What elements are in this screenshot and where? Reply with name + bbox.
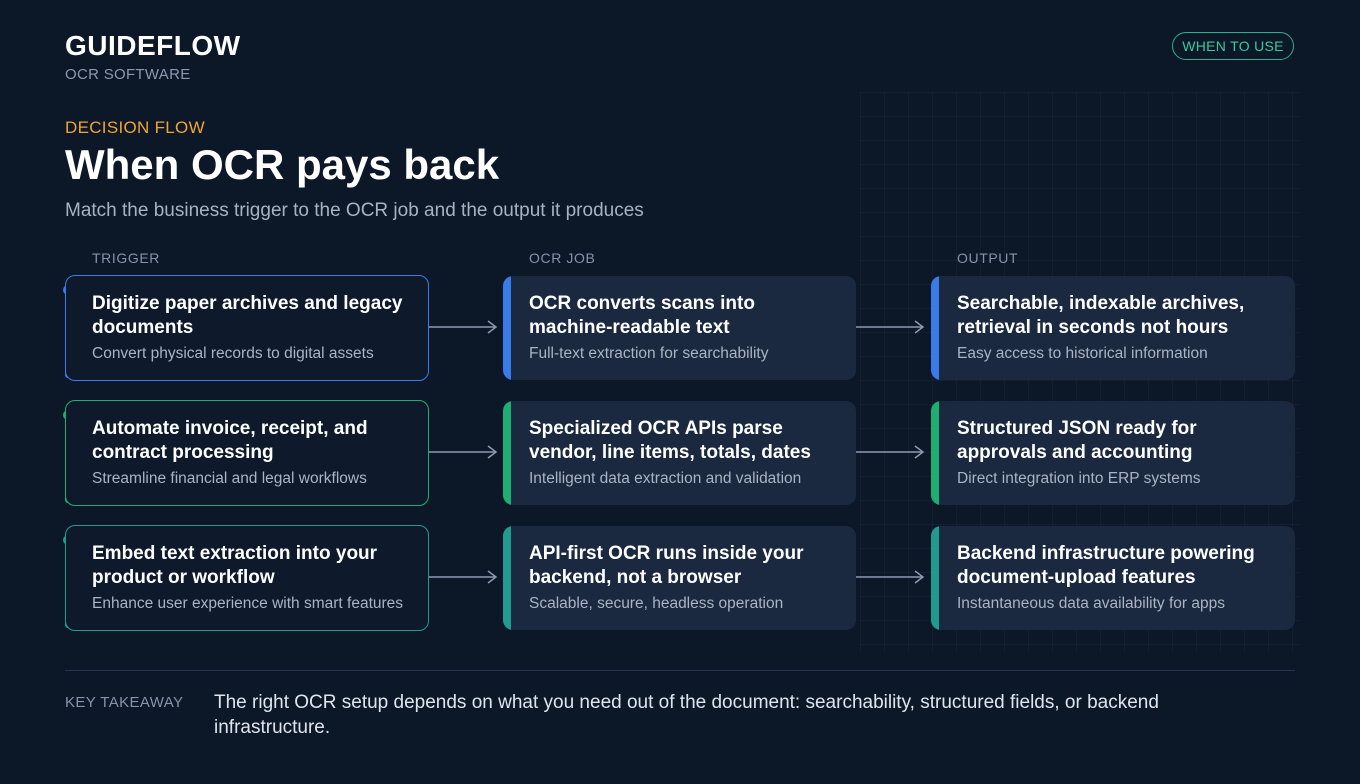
key-takeaway-text: The right OCR setup depends on what you … bbox=[214, 692, 1159, 738]
job-card-specialized-apis: Specialized OCR APIs parse vendor, line … bbox=[503, 401, 856, 505]
column-header-trigger: TRIGGER bbox=[92, 250, 160, 266]
output-title: Searchable, indexable archives, retrieva… bbox=[957, 293, 1245, 338]
card-accent-stripe bbox=[931, 401, 939, 505]
trigger-title: Embed text extraction into your product … bbox=[92, 543, 378, 588]
when-to-use-badge: WHEN TO USE bbox=[1172, 32, 1294, 60]
card-accent-stripe bbox=[503, 526, 511, 630]
output-card-backend: Backend infrastructure powering document… bbox=[931, 526, 1295, 630]
arrow-row-2-trigger-to-job bbox=[429, 445, 498, 459]
column-header-ocr-job: OCR JOB bbox=[529, 250, 596, 266]
page-subtitle: Match the business trigger to the OCR jo… bbox=[65, 200, 644, 221]
job-description: Full-text extraction for searchability bbox=[529, 345, 769, 362]
job-card-api-first: API-first OCR runs inside your backend, … bbox=[503, 526, 856, 630]
job-card-ocr-scans: OCR converts scans into machine-readable… bbox=[503, 276, 856, 380]
page-title: When OCR pays back bbox=[65, 141, 500, 188]
section-kicker: DECISION FLOW bbox=[65, 118, 205, 137]
card-accent-stripe bbox=[931, 526, 939, 630]
job-description: Intelligent data extraction and validati… bbox=[529, 470, 802, 487]
job-title: API-first OCR runs inside your backend, … bbox=[529, 543, 804, 588]
trigger-description: Enhance user experience with smart featu… bbox=[92, 595, 404, 612]
output-description: Easy access to historical information bbox=[957, 345, 1208, 362]
job-description: Scalable, secure, headless operation bbox=[529, 595, 784, 612]
output-description: Instantaneous data availability for apps bbox=[957, 595, 1225, 612]
arrow-row-3-job-to-output bbox=[856, 570, 925, 584]
output-card-archives: Searchable, indexable archives, retrieva… bbox=[931, 276, 1295, 380]
card-accent-stripe bbox=[503, 276, 511, 380]
trigger-description: Convert physical records to digital asse… bbox=[92, 345, 374, 362]
card-accent-stripe bbox=[931, 276, 939, 380]
brand-subtitle: OCR SOFTWARE bbox=[65, 66, 191, 83]
arrow-row-3-trigger-to-job bbox=[429, 570, 498, 584]
job-title: Specialized OCR APIs parse vendor, line … bbox=[529, 418, 811, 463]
section-divider bbox=[65, 670, 1295, 671]
arrow-row-2-job-to-output bbox=[856, 445, 925, 459]
trigger-card-automate: Automate invoice, receipt, and contract … bbox=[65, 400, 429, 506]
trigger-description: Streamline financial and legal workflows bbox=[92, 470, 367, 487]
trigger-card-embed: Embed text extraction into your product … bbox=[65, 525, 429, 631]
output-description: Direct integration into ERP systems bbox=[957, 470, 1201, 487]
brand-logo: GUIDEFLOW bbox=[65, 30, 241, 61]
key-takeaway-label: KEY TAKEAWAY bbox=[65, 694, 184, 711]
output-title: Backend infrastructure powering document… bbox=[957, 543, 1255, 588]
output-card-structured-json: Structured JSON ready for approvals and … bbox=[931, 401, 1295, 505]
job-title: OCR converts scans into machine-readable… bbox=[529, 293, 755, 338]
arrow-row-1-job-to-output bbox=[856, 320, 925, 334]
column-header-output: OUTPUT bbox=[957, 250, 1019, 266]
trigger-title: Automate invoice, receipt, and contract … bbox=[92, 418, 368, 463]
output-title: Structured JSON ready for approvals and … bbox=[957, 418, 1197, 463]
arrow-row-1-trigger-to-job bbox=[429, 320, 498, 334]
card-accent-stripe bbox=[503, 401, 511, 505]
trigger-card-digitize: Digitize paper archives and legacy docum… bbox=[65, 275, 429, 381]
trigger-title: Digitize paper archives and legacy docum… bbox=[92, 293, 403, 338]
